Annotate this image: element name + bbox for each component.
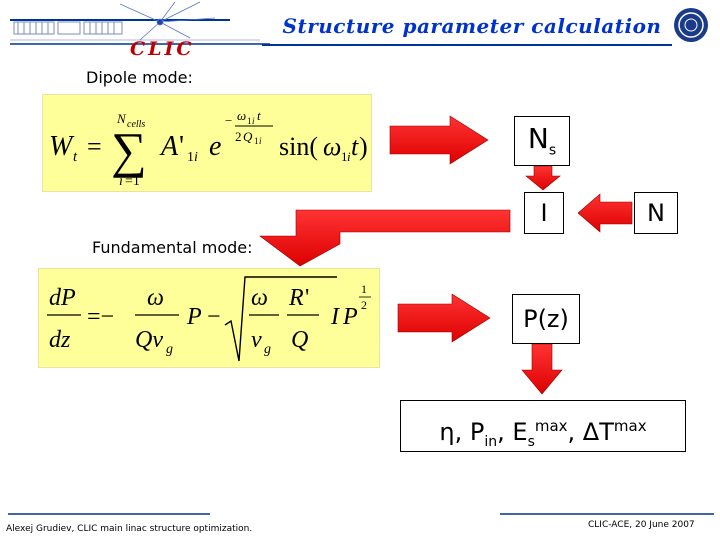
arrow-down-icon: [525, 165, 561, 191]
svg-text:ω: ω: [323, 132, 341, 161]
dipole-wake-equation: W t = N cells ∑ i =1 A ' 1 i e − ω 1 i t…: [49, 108, 368, 189]
outputs-box: η, Pin, Esmax, ΔTmax: [400, 400, 686, 452]
ns-main: N: [527, 122, 549, 155]
i-box: I: [524, 192, 564, 234]
svg-text:e: e: [209, 131, 221, 162]
svg-text:t: t: [73, 149, 78, 165]
fundamental-mode-label: Fundamental mode:: [92, 238, 253, 257]
svg-text:2: 2: [361, 298, 367, 312]
svg-text:−: −: [207, 304, 221, 330]
slide-title: Structure parameter calculation: [282, 14, 662, 38]
svg-text:i: i: [347, 149, 351, 164]
svg-text:A: A: [159, 131, 179, 162]
svg-text:=−: =−: [87, 304, 114, 330]
svg-text:ω: ω: [237, 108, 246, 123]
svg-text:i: i: [252, 116, 255, 126]
svg-text:∑: ∑: [111, 122, 147, 178]
ns-sub: s: [548, 142, 557, 159]
dipole-mode-label: Dipole mode:: [86, 68, 193, 87]
accelerator-sketch-icon: [10, 21, 260, 41]
svg-text:sin(: sin(: [279, 132, 318, 161]
svg-text:I: I: [330, 304, 340, 330]
svg-text:1: 1: [247, 116, 252, 126]
svg-text:1: 1: [341, 149, 348, 164]
footer-lines: [8, 513, 714, 515]
arrow-down-large-icon: [259, 209, 511, 267]
svg-text:ω: ω: [251, 285, 268, 311]
svg-text:1: 1: [361, 282, 367, 296]
svg-text:g: g: [166, 342, 173, 357]
arrow-right-icon: [397, 293, 491, 343]
svg-text:dP: dP: [49, 285, 76, 311]
svg-text:v: v: [251, 327, 262, 353]
svg-text:': ': [179, 131, 184, 162]
svg-text:g: g: [264, 342, 271, 357]
arrow-down-icon: [521, 343, 563, 395]
svg-text:1: 1: [187, 150, 194, 165]
in-sub: in: [484, 433, 498, 450]
clic-logo: CLIC: [130, 38, 195, 60]
svg-text:Q: Q: [291, 327, 308, 353]
dipole-equation-box: W t = N cells ∑ i =1 A ' 1 i e − ω 1 i t…: [42, 94, 372, 192]
svg-text:t: t: [351, 132, 359, 161]
e-label: , E: [497, 418, 528, 446]
svg-text:R: R: [288, 285, 304, 311]
svg-text:cells: cells: [127, 119, 145, 130]
footer-author: Alexej Grudiev, CLIC main linac structur…: [6, 524, 253, 534]
cern-logo-icon: [674, 8, 708, 42]
svg-text:Qv: Qv: [135, 327, 163, 353]
arrow-left-icon: [577, 193, 633, 233]
svg-text:2: 2: [235, 129, 242, 144]
arrow-right-icon: [389, 115, 489, 165]
svg-text:': ': [305, 285, 309, 311]
svg-text:i: i: [259, 136, 262, 146]
power-flow-equation: dP dz =− ω Qv g P − ω v g R ' Q I P 1 2: [47, 276, 371, 362]
dt-label: , ΔT: [567, 418, 614, 446]
svg-text:Q: Q: [243, 129, 253, 144]
svg-text:P: P: [342, 304, 358, 330]
footer-event: CLIC-ACE, 20 June 2007: [588, 520, 695, 530]
svg-text:1: 1: [254, 136, 259, 146]
max-sup-dt: max: [613, 417, 647, 435]
svg-text:W: W: [49, 131, 75, 162]
svg-text:=1: =1: [125, 174, 140, 189]
svg-text:P: P: [186, 304, 202, 330]
svg-text:i: i: [119, 174, 123, 189]
n-box: N: [634, 192, 678, 234]
svg-text:=: =: [87, 132, 102, 161]
eta-p-label: η, P: [439, 418, 485, 446]
svg-text:ω: ω: [147, 285, 164, 311]
pz-box: P(z): [512, 294, 580, 344]
svg-text:dz: dz: [49, 327, 71, 353]
svg-text:−: −: [225, 113, 232, 128]
svg-text:i: i: [194, 150, 198, 165]
header-graphic: [10, 1, 672, 46]
ns-box: Ns: [514, 116, 570, 166]
s-sub: s: [527, 433, 535, 450]
svg-text:): ): [359, 132, 368, 161]
svg-text:N: N: [116, 111, 127, 126]
collision-burst-icon: [119, 1, 216, 41]
svg-text:t: t: [257, 108, 261, 123]
max-sup-e: max: [534, 417, 568, 435]
fundamental-equation-box: dP dz =− ω Qv g P − ω v g R ' Q I P 1 2: [38, 268, 380, 368]
